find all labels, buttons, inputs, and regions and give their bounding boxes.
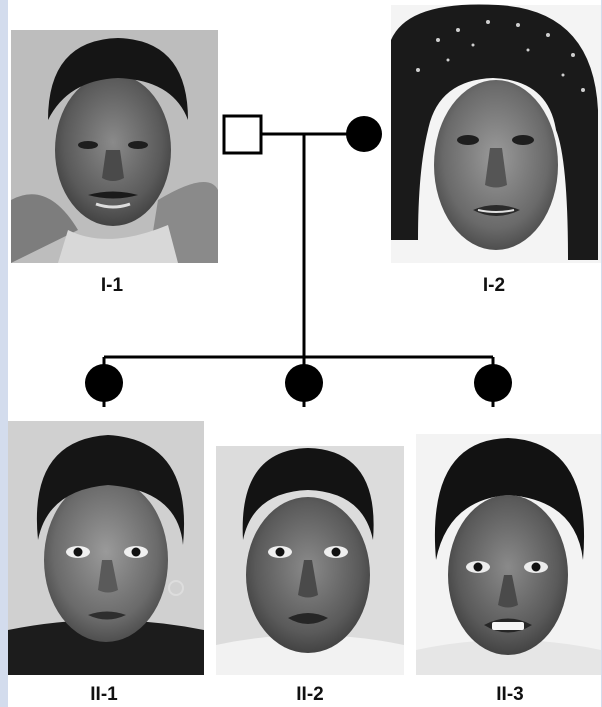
photo-I-1 (11, 30, 218, 263)
photo-II-2 (216, 446, 404, 675)
label-I-1: I-1 (101, 275, 124, 296)
symbol-II-3-female-affected (474, 364, 512, 402)
label-II-1: II-1 (90, 684, 118, 705)
symbol-II-2-female-affected (285, 364, 323, 402)
photo-I-2 (391, 4, 601, 263)
photo-II-1 (8, 421, 204, 675)
label-I-2: I-2 (483, 275, 505, 296)
pedigree-diagram: I-1 I-2 II-1 II-2 II-3 (8, 0, 601, 707)
symbol-I-1-male-unaffected (224, 116, 261, 153)
label-II-3: II-3 (496, 684, 523, 705)
symbol-I-2-female-affected (346, 116, 382, 152)
symbol-II-1-female-affected (85, 364, 123, 402)
pedigree-figure: I-1 I-2 II-1 II-2 II-3 (8, 0, 601, 707)
label-II-2: II-2 (296, 684, 323, 705)
photo-II-3 (416, 434, 601, 675)
